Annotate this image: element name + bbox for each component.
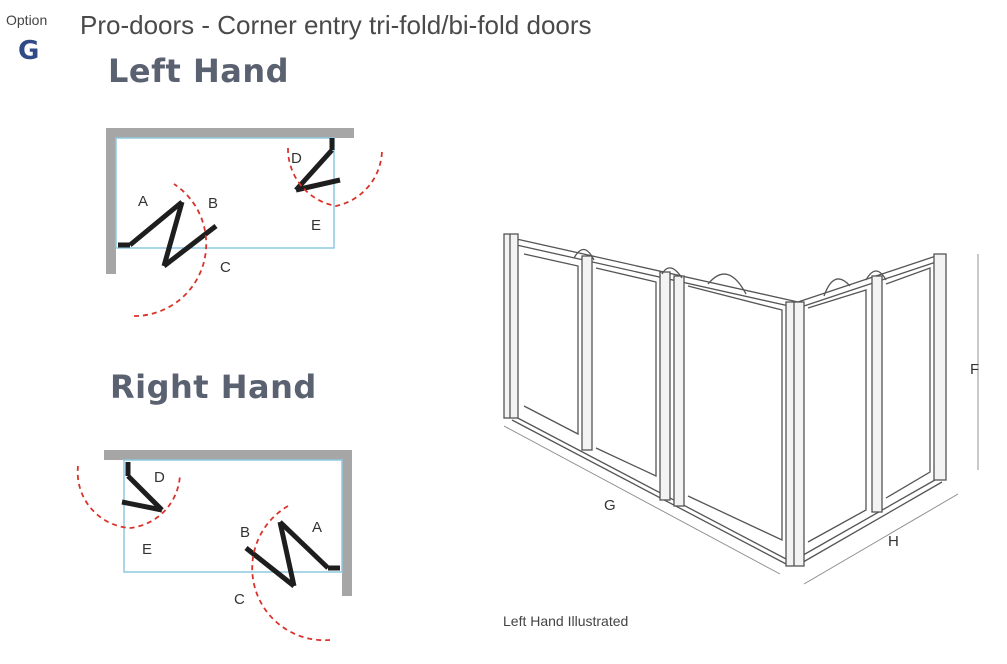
tri-fold-door xyxy=(244,520,340,588)
tri-fold-swing-arc xyxy=(133,183,208,317)
isometric-enclosure-illustration: F G H xyxy=(503,233,979,585)
dimension-lines xyxy=(503,254,979,585)
label-g: G xyxy=(604,497,616,514)
label-a: A xyxy=(312,519,322,536)
tri-fold-swing-arc xyxy=(251,505,331,642)
bi-fold-swing-arc xyxy=(287,147,383,207)
label-b: B xyxy=(240,524,250,541)
option-label: Option xyxy=(6,12,48,28)
wall xyxy=(106,128,354,274)
enclosure-outline xyxy=(115,137,335,249)
label-h: H xyxy=(888,533,899,550)
enclosure-outline xyxy=(123,459,343,573)
label-c: C xyxy=(234,591,245,608)
label-e: E xyxy=(311,217,321,234)
illustration-caption: Left Hand Illustrated xyxy=(503,613,629,629)
left-hand-plan-diagram: A B C D E xyxy=(106,128,383,317)
right-hand-heading: Right Hand xyxy=(110,368,317,406)
bi-fold-door xyxy=(294,138,341,193)
tri-fold-door xyxy=(118,200,218,268)
bi-fold-door xyxy=(121,462,164,513)
label-d: D xyxy=(291,150,302,167)
label-a: A xyxy=(138,193,148,210)
wall xyxy=(104,450,352,596)
label-d: D xyxy=(154,469,165,486)
option-letter: G xyxy=(18,36,40,66)
left-hand-heading: Left Hand xyxy=(108,52,290,90)
right-hand-plan-diagram: D E B A C xyxy=(76,450,352,642)
enclosure-frame xyxy=(503,233,947,567)
bi-fold-swing-arc xyxy=(76,465,181,529)
label-b: B xyxy=(208,195,218,212)
page-title: Pro-doors - Corner entry tri-fold/bi-fol… xyxy=(80,10,592,40)
label-e: E xyxy=(142,541,152,558)
label-c: C xyxy=(220,259,231,276)
label-f: F xyxy=(970,361,979,378)
